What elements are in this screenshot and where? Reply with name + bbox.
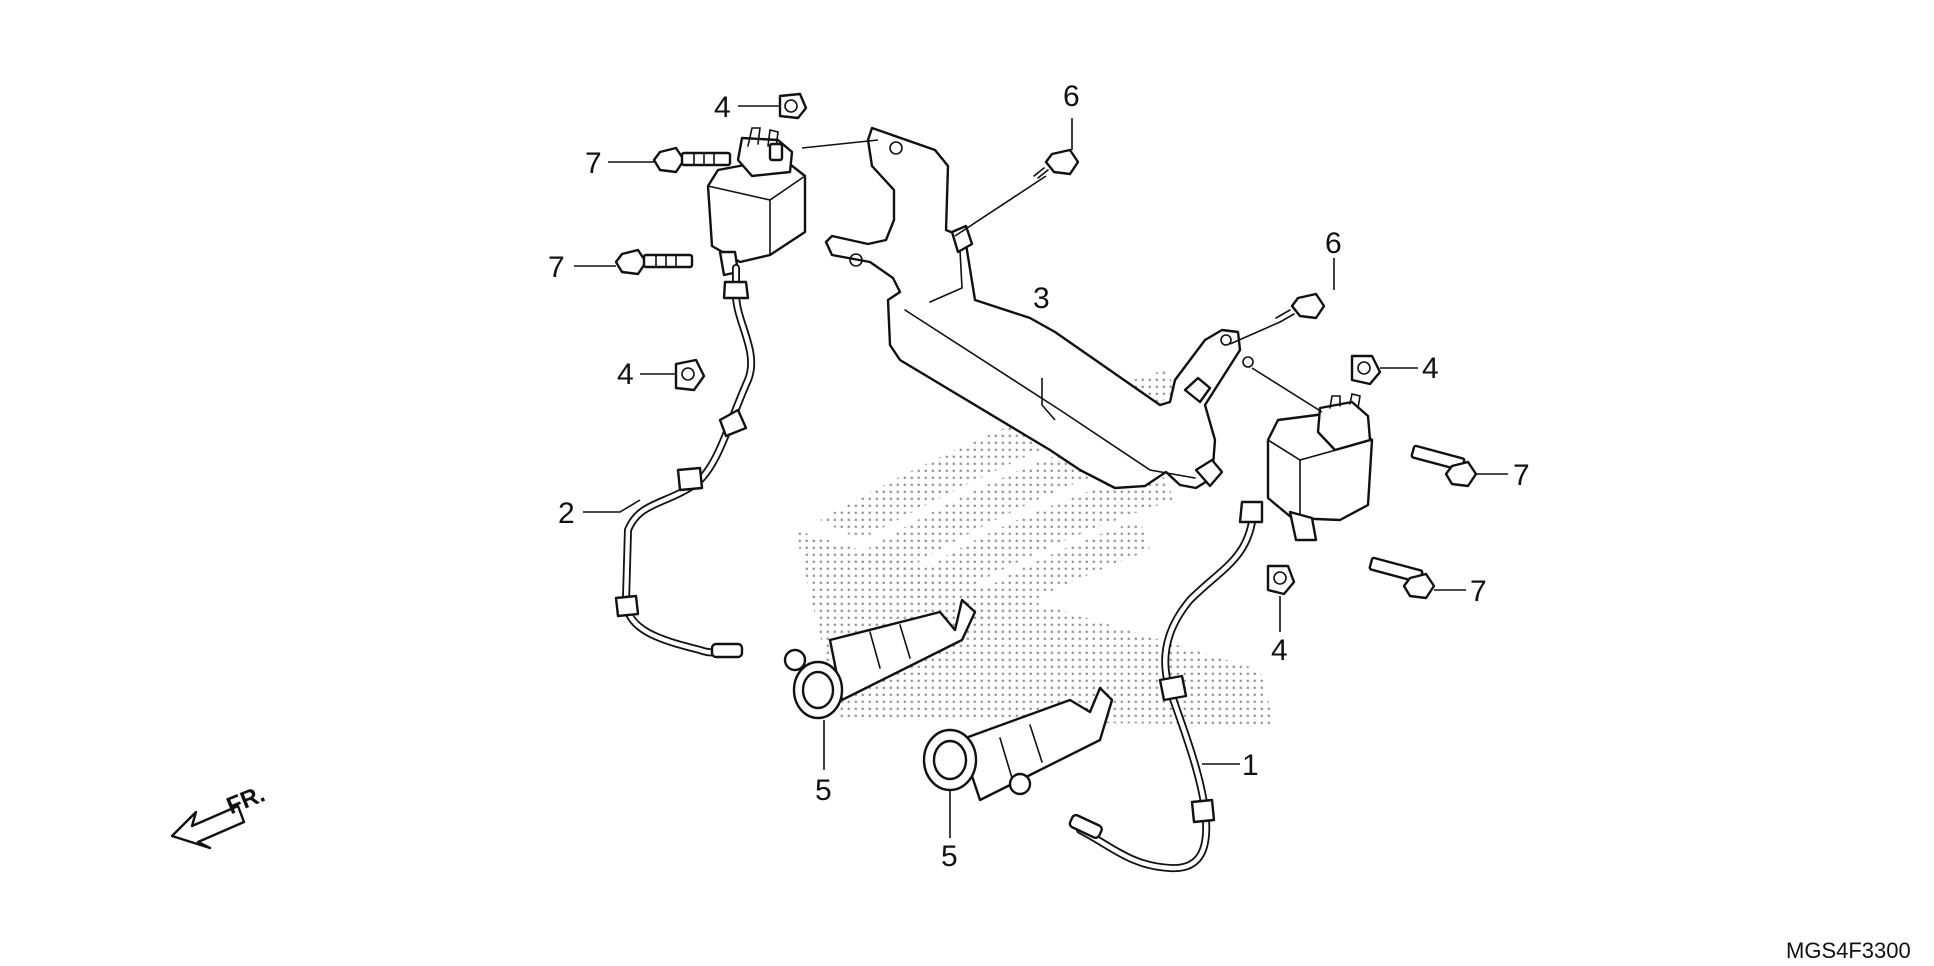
callout-4-top-left: 4 — [714, 91, 731, 124]
callout-5-left: 5 — [815, 774, 832, 807]
bolt-right-2 — [1368, 556, 1436, 600]
flange-bolt-top — [1033, 148, 1080, 179]
ignition-coil-left — [706, 127, 807, 277]
callout-3: 3 — [1033, 282, 1050, 315]
callout-4-lower-right: 4 — [1271, 634, 1288, 667]
clip-top-left — [778, 92, 808, 120]
clip-mid-left — [674, 358, 706, 392]
callout-6-right: 6 — [1325, 227, 1342, 260]
callout-7-top-left-1: 7 — [585, 147, 602, 180]
front-label: FR. — [223, 781, 269, 821]
spark-plug-cap-left — [783, 598, 977, 720]
high-tension-wire-right — [1068, 500, 1264, 873]
bolt-top-left-1 — [652, 146, 732, 174]
callout-6-top: 6 — [1063, 80, 1080, 113]
diagram-code: MGS4F3300 — [1786, 938, 1911, 963]
callout-7-right-2: 7 — [1470, 575, 1487, 608]
callout-5-right: 5 — [941, 840, 958, 873]
bolt-top-left-2 — [614, 248, 694, 276]
callout-7-top-left-2: 7 — [548, 251, 565, 284]
callout-2: 2 — [558, 497, 575, 530]
callout-4-right: 4 — [1422, 352, 1439, 385]
callout-1: 1 — [1242, 749, 1259, 782]
callout-7-right-1: 7 — [1513, 459, 1530, 492]
leader-lines — [574, 105, 1508, 838]
callout-4-mid-left: 4 — [617, 358, 634, 391]
ignition-coil-right — [1266, 393, 1374, 542]
bolt-right-1 — [1410, 444, 1478, 488]
spark-plug-cap-right — [922, 686, 1114, 802]
clip-right — [1350, 354, 1382, 386]
clip-lower-right — [1266, 564, 1296, 596]
front-direction-arrow: FR. — [170, 781, 269, 850]
flange-bolt-right — [1275, 292, 1326, 323]
callout-labels: 1 2 3 4 4 4 4 5 5 6 6 7 7 7 7 — [548, 80, 1530, 873]
ignition-coil-bracket — [824, 126, 1254, 490]
high-tension-wire-left — [614, 264, 756, 659]
